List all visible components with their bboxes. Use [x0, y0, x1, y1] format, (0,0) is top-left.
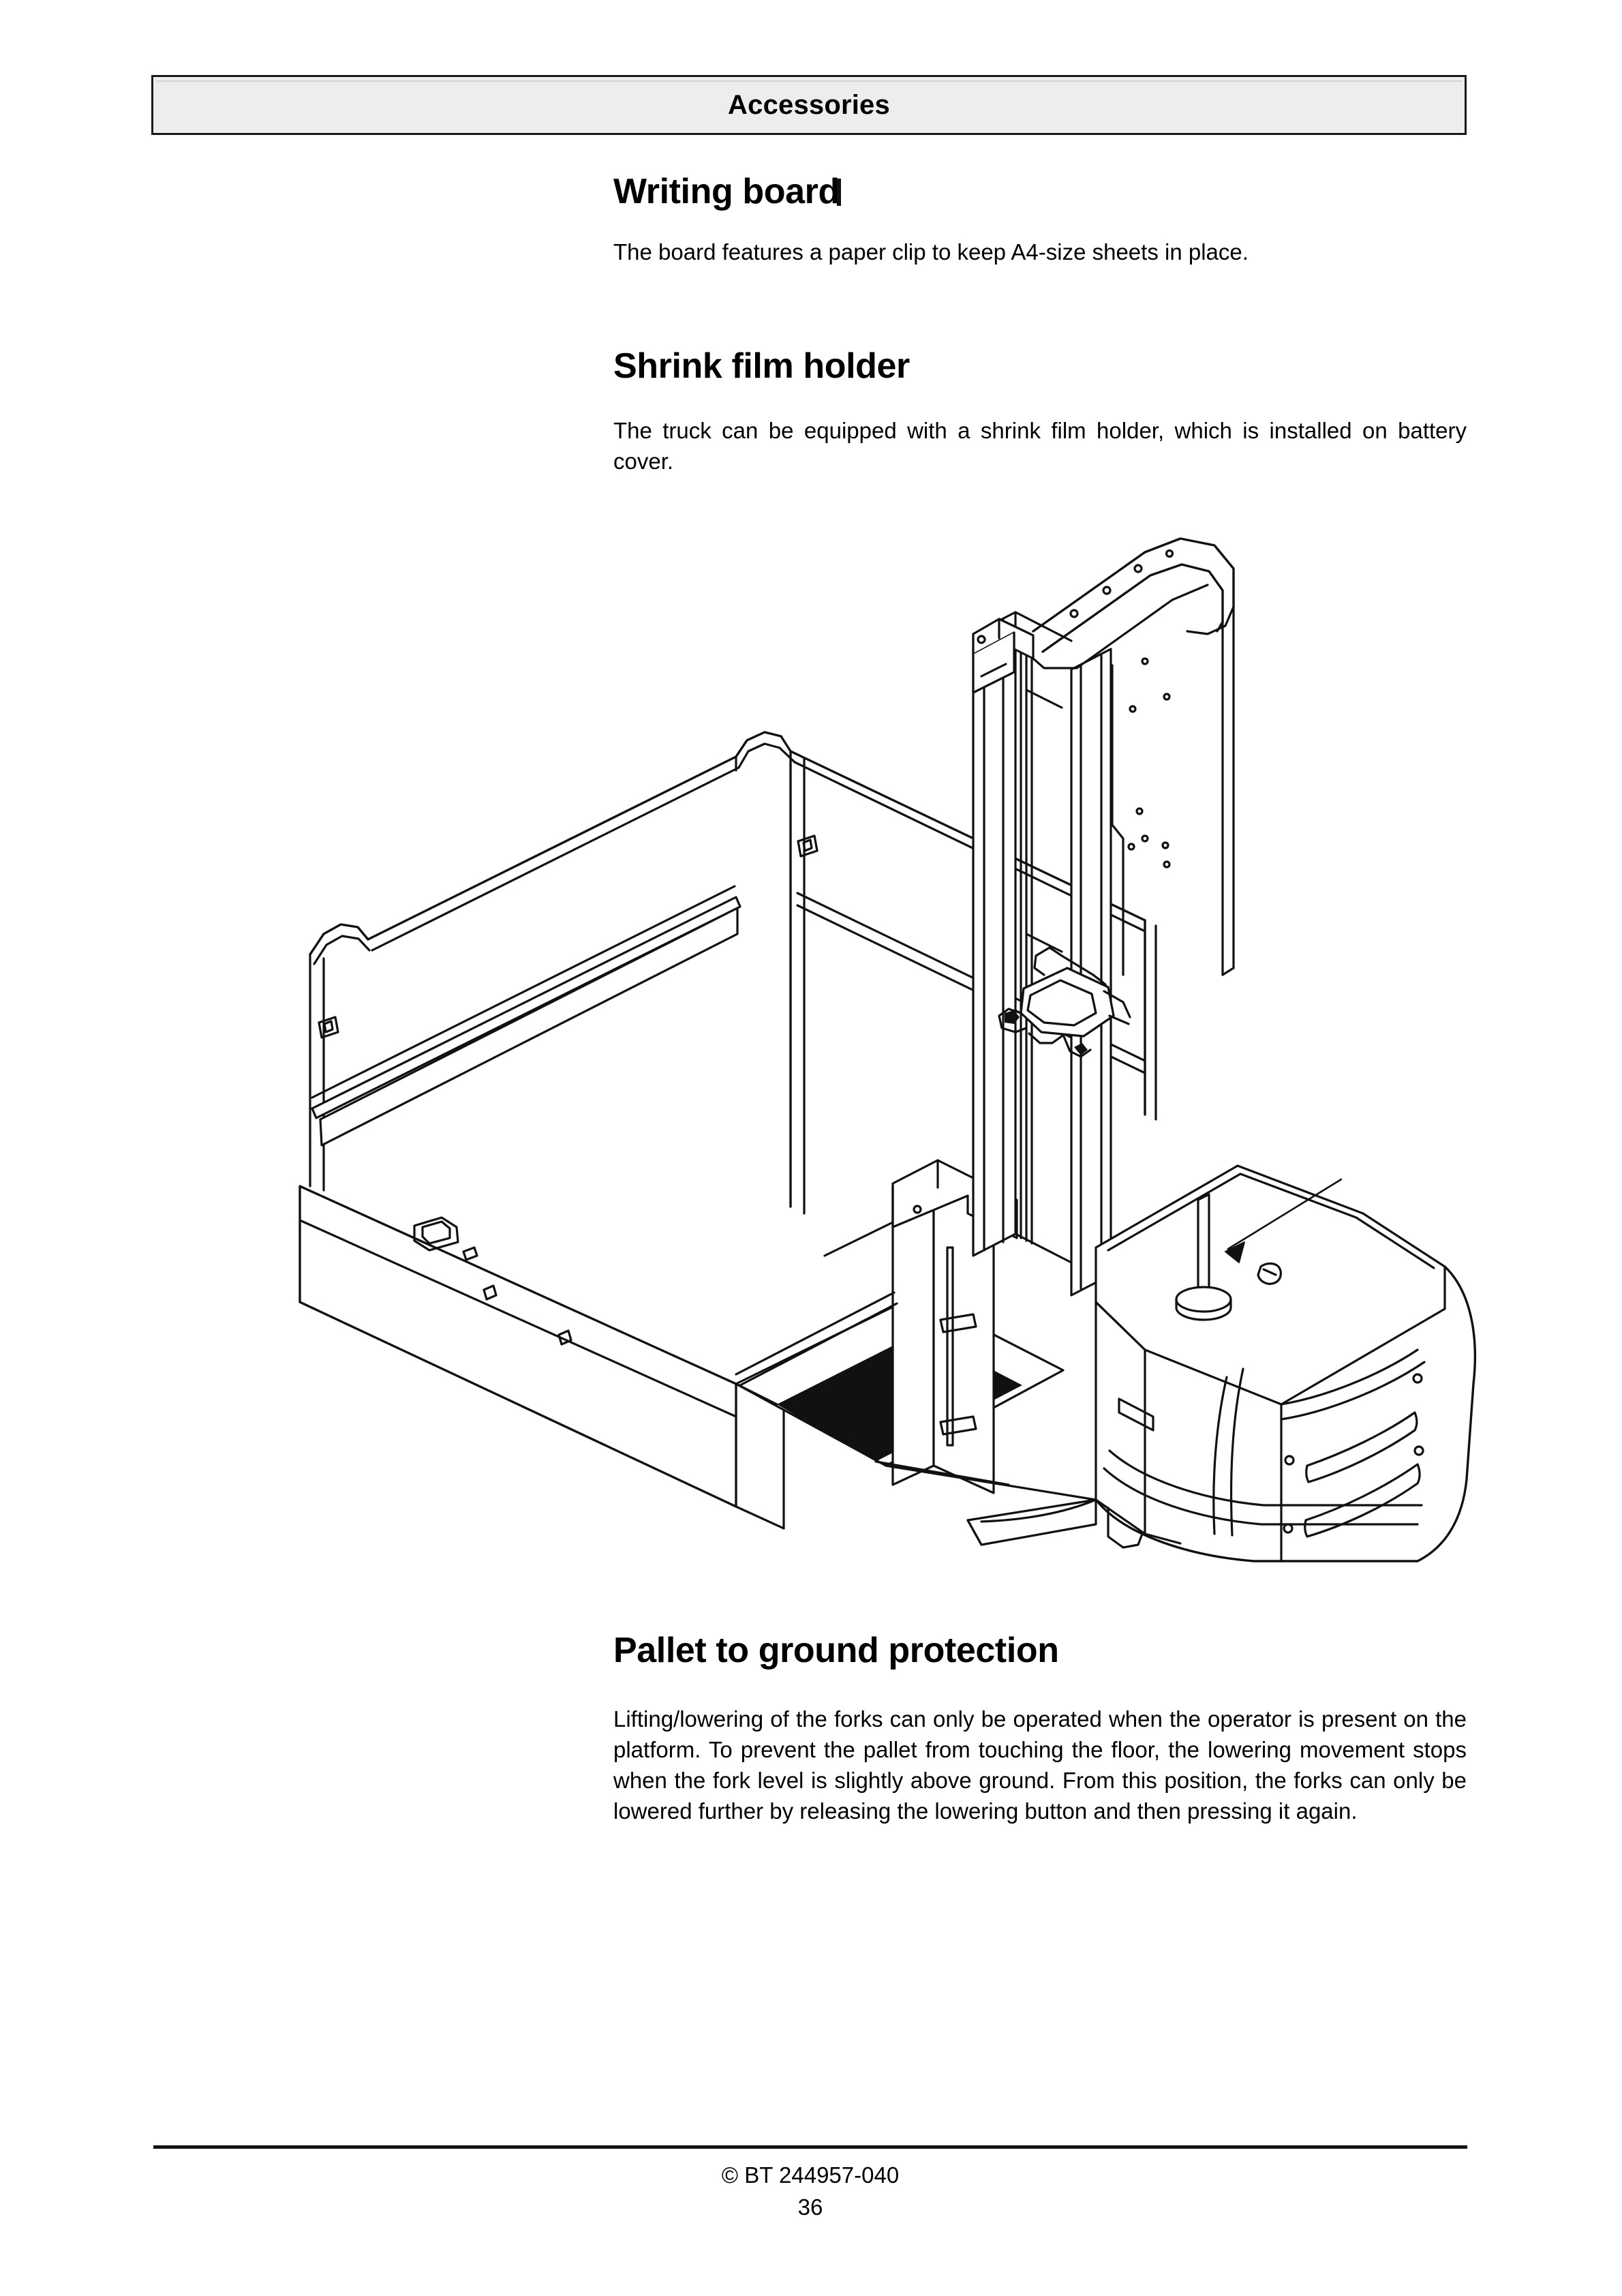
paragraph-pallet-to-ground-protection: Lifting/lowering of the forks can only b… [613, 1706, 1467, 1824]
heading-writing-board: Writing board [613, 173, 1467, 211]
footer-rule [153, 2145, 1467, 2149]
truck-illustration [259, 498, 1479, 1568]
footer-copyright: © BT 244957-040 [721, 2162, 900, 2188]
paragraph-shrink-film-holder: The truck can be equipped with a shrink … [613, 418, 1467, 474]
heading-shrink-film-holder: Shrink film holder [613, 346, 910, 386]
paragraph-writing-board: The board features a paper clip to keep … [613, 239, 1249, 265]
header-title: Accessories [728, 90, 890, 120]
page-footer: © BT 244957-040 36 [153, 2160, 1467, 2224]
heading-pallet-to-ground-protection: Pallet to ground protection [613, 1631, 1059, 1670]
footer-page-number: 36 [797, 2194, 823, 2220]
header-inner-rule [156, 80, 1462, 82]
running-header: Accessories [151, 75, 1467, 135]
glyph-artifact-icon [836, 179, 841, 206]
heading-writing-board-text: Writing board [613, 172, 840, 211]
